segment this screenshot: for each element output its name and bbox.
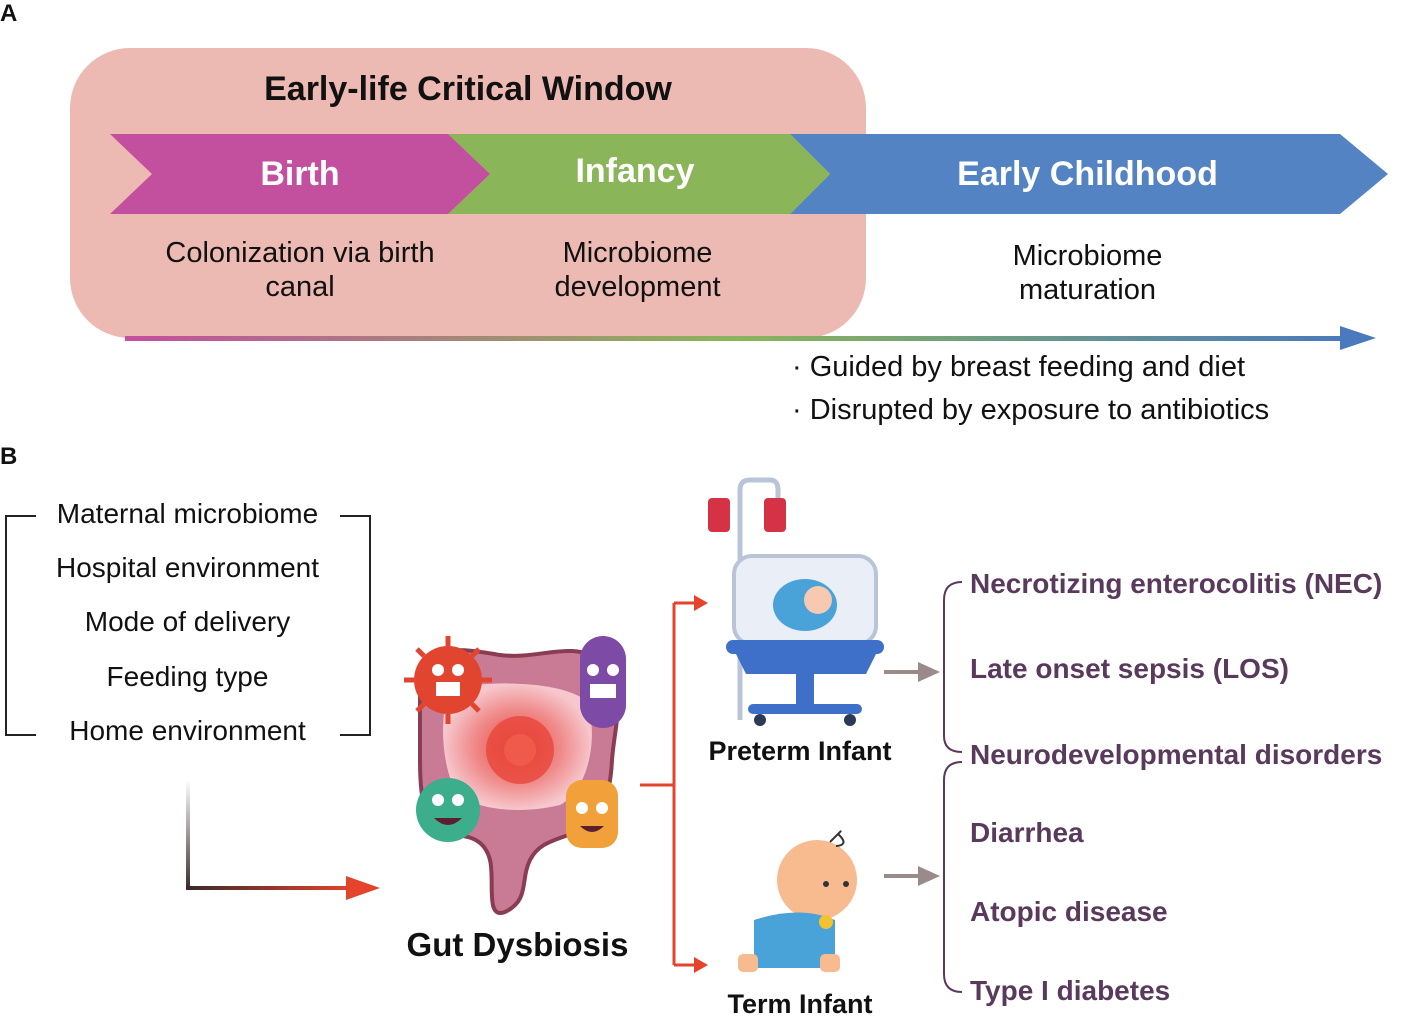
stage-desc-birth: Colonization via birth canal (165, 237, 435, 303)
factor-item: Feeding type (106, 661, 269, 692)
panel-a-letter: A (0, 0, 18, 27)
preterm-outcome-brace (943, 581, 963, 753)
outcome-atopic: Atopic disease (970, 896, 1168, 927)
red-virus-icon (404, 636, 492, 724)
orange-microbe-icon (566, 780, 618, 848)
branch-arrowhead-term (694, 957, 708, 973)
factor-arrowhead (346, 876, 380, 900)
grey-arrowhead-term (918, 866, 940, 886)
stage-label-early-childhood: Early Childhood (957, 155, 1218, 193)
outcome-neurodevelopmental: Neurodevelopmental disorders (970, 739, 1383, 770)
stage-desc-infancy: Microbiome development (554, 237, 721, 303)
bullet-antibiotics: · Disrupted by exposure to antibiotics (792, 394, 1269, 427)
stage-label-infancy: Infancy (575, 152, 695, 190)
bullet-marker: · (792, 351, 802, 383)
branch-arrowhead-preterm (694, 595, 708, 611)
outcome-diarrhea: Diarrhea (970, 817, 1084, 848)
factor-item: Home environment (69, 715, 306, 746)
panel-b-letter: B (0, 443, 18, 470)
bullet-text: Disrupted by exposure to antibiotics (809, 394, 1270, 426)
outcome-los: Late onset sepsis (LOS) (970, 653, 1289, 684)
factor-arrow-horizontal (186, 886, 351, 890)
stage-arrows (110, 134, 1388, 350)
purple-bacterium-icon (580, 636, 626, 728)
gut-dysbiosis-label: Gut Dysbiosis (406, 926, 629, 963)
factor-item: Mode of delivery (84, 606, 291, 637)
term-outcome-brace (943, 761, 963, 993)
bullet-text: Guided by breast feeding and diet (809, 351, 1246, 383)
factor-bracket (5, 515, 371, 736)
preterm-infant-label: Preterm Infant (708, 736, 892, 766)
outcome-diabetes: Type I diabetes (970, 975, 1171, 1006)
timeline-arrowhead (1340, 326, 1376, 350)
branch-arrows (640, 601, 698, 967)
baby-icon (738, 830, 857, 972)
timeline-line (125, 336, 1347, 341)
early-childhood-arrow (110, 134, 490, 214)
grey-arrowhead-preterm (918, 662, 940, 682)
factor-arrow-vertical (186, 780, 190, 890)
stage-desc-early-childhood: Microbiome maturation (1012, 240, 1163, 306)
bullet-breast-feeding: · Guided by breast feeding and diet (792, 351, 1245, 384)
outcome-nec: Necrotizing enterocolitis (NEC) (970, 568, 1383, 599)
stage-label-birth: Birth (260, 155, 340, 193)
birth-arrow (790, 134, 1388, 214)
incubator-icon (708, 477, 884, 726)
term-infant-label: Term Infant (727, 989, 873, 1019)
factor-item: Hospital environment (55, 552, 320, 583)
critical-window-title: Early-life Critical Window (264, 70, 672, 108)
green-microbe-icon (416, 778, 480, 842)
bullet-marker: · (792, 394, 802, 426)
infancy-arrow (448, 134, 830, 214)
factor-item: Maternal microbiome (56, 498, 319, 529)
gut-illustration (418, 648, 621, 915)
